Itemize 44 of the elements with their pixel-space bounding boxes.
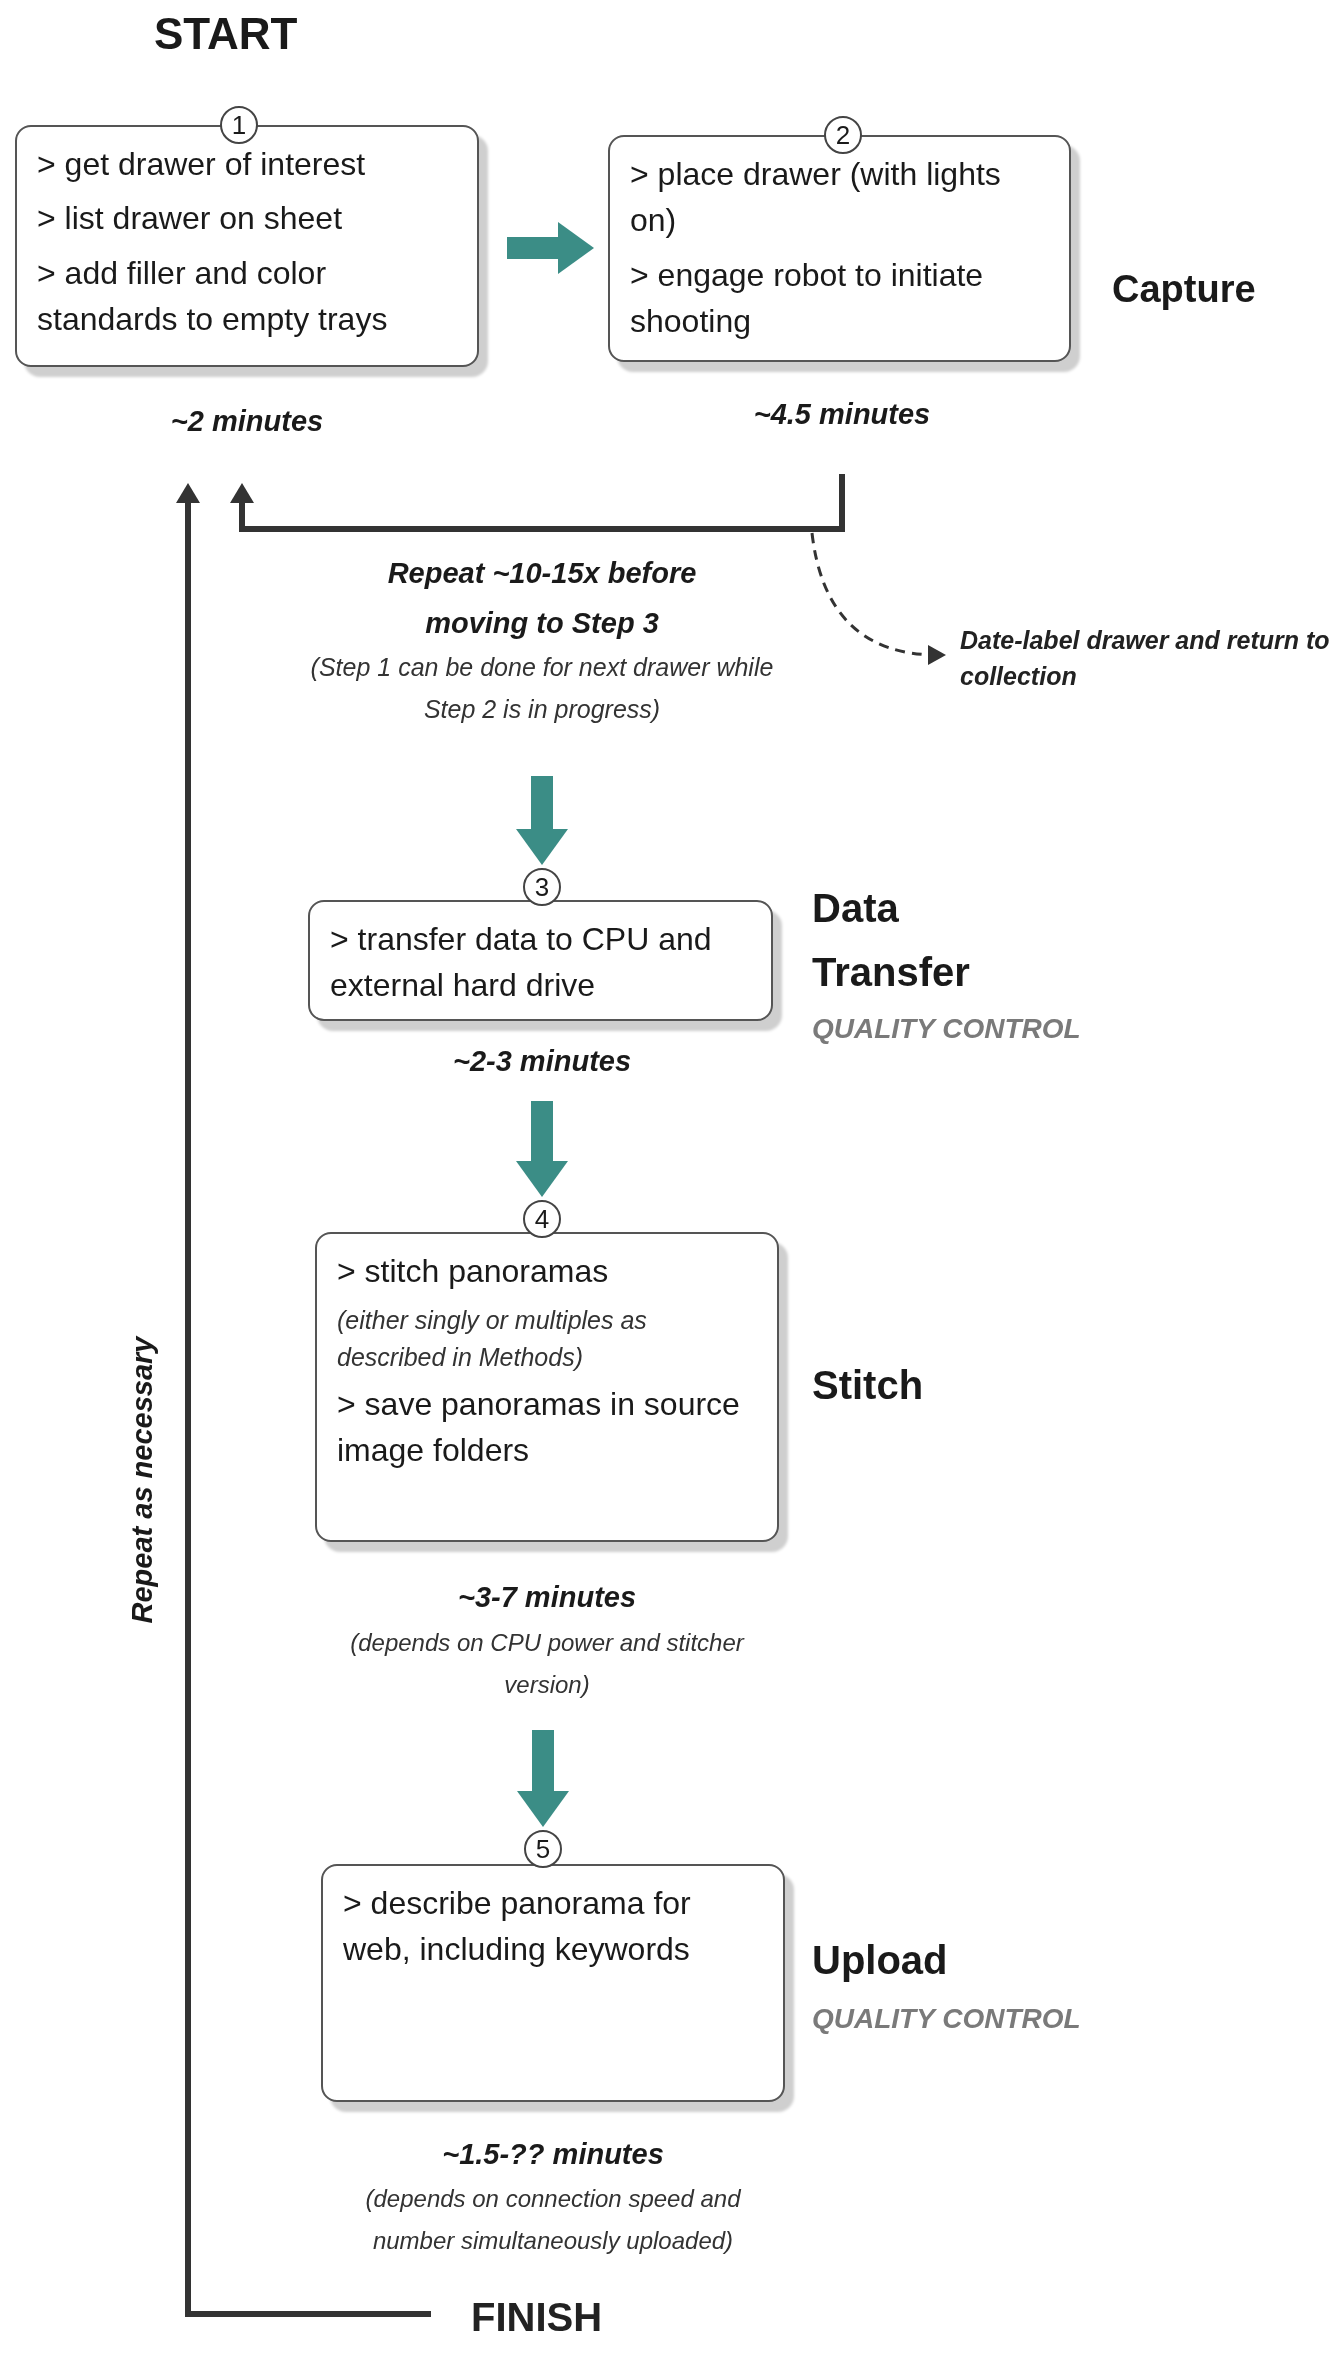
duration-label: ~4.5 minutes [752, 397, 932, 432]
arrow [230, 474, 845, 532]
edge-label: Repeat ~10-15x before moving to Step 3 [386, 556, 698, 641]
note-text: (Step 1 can be done for next drawer while Step 2 is in progress) [309, 652, 775, 725]
stage-label: Upload [812, 1937, 949, 1984]
start-label: START [154, 8, 299, 60]
step-text: > add filler and color standards to empty trays [37, 253, 389, 340]
step-number-circle: 2 [824, 116, 862, 154]
step-text: > describe panorama for web, including keywords [343, 1884, 692, 1970]
step-number-circle: 5 [524, 1830, 562, 1868]
arrow [176, 483, 431, 2317]
duration-label: ~2 minutes [169, 404, 325, 439]
block-arrow [516, 776, 568, 865]
stage-label: Data Transfer [812, 885, 971, 996]
duration-label: ~1.5-?? minutes [441, 2137, 665, 2172]
edge-label: Repeat as necessary [125, 1336, 159, 1624]
duration-label: ~2-3 minutes [451, 1044, 633, 1079]
process-box [308, 900, 773, 1021]
stage-label: Stitch [812, 1362, 925, 1409]
process-box [321, 1864, 785, 2102]
step-text: > stitch panoramas [337, 1252, 610, 1291]
step-text: > list drawer on sheet [37, 199, 344, 239]
step-number-circle: 4 [523, 1200, 561, 1238]
step-text: > place drawer (with lights on) [630, 155, 1002, 241]
step-text: > transfer data to CPU and external hard drive [330, 920, 713, 1006]
note-text: (depends on connection speed and number simultaneously uploaded) [364, 2184, 742, 2256]
step-text: > save panoramas in source image folders [337, 1384, 741, 1471]
block-arrow [517, 1730, 569, 1827]
duration-label: ~3-7 minutes [456, 1580, 638, 1615]
note-text: (depends on CPU power and stitcher version) [349, 1628, 746, 1700]
step-text: > engage robot to initiate shooting [630, 255, 985, 342]
block-arrow [516, 1101, 568, 1197]
step-number-circle: 3 [523, 868, 561, 906]
finish-label: FINISH [471, 2288, 641, 2346]
block-arrow [507, 222, 594, 274]
stage-label: Capture [1112, 267, 1257, 312]
outcome-text: Date-label drawer and return to collection [960, 622, 1330, 695]
process-box [315, 1232, 779, 1542]
step-text: > get drawer of interest [37, 145, 367, 184]
dashed-arrow [810, 532, 946, 665]
quality-control-label: QUALITY CONTROL [812, 1012, 1082, 1046]
quality-control-label: QUALITY CONTROL [812, 2002, 1082, 2036]
step-number-circle: 1 [220, 106, 258, 144]
note-text: (either singly or multiples as described in Methods) [337, 1305, 648, 1373]
